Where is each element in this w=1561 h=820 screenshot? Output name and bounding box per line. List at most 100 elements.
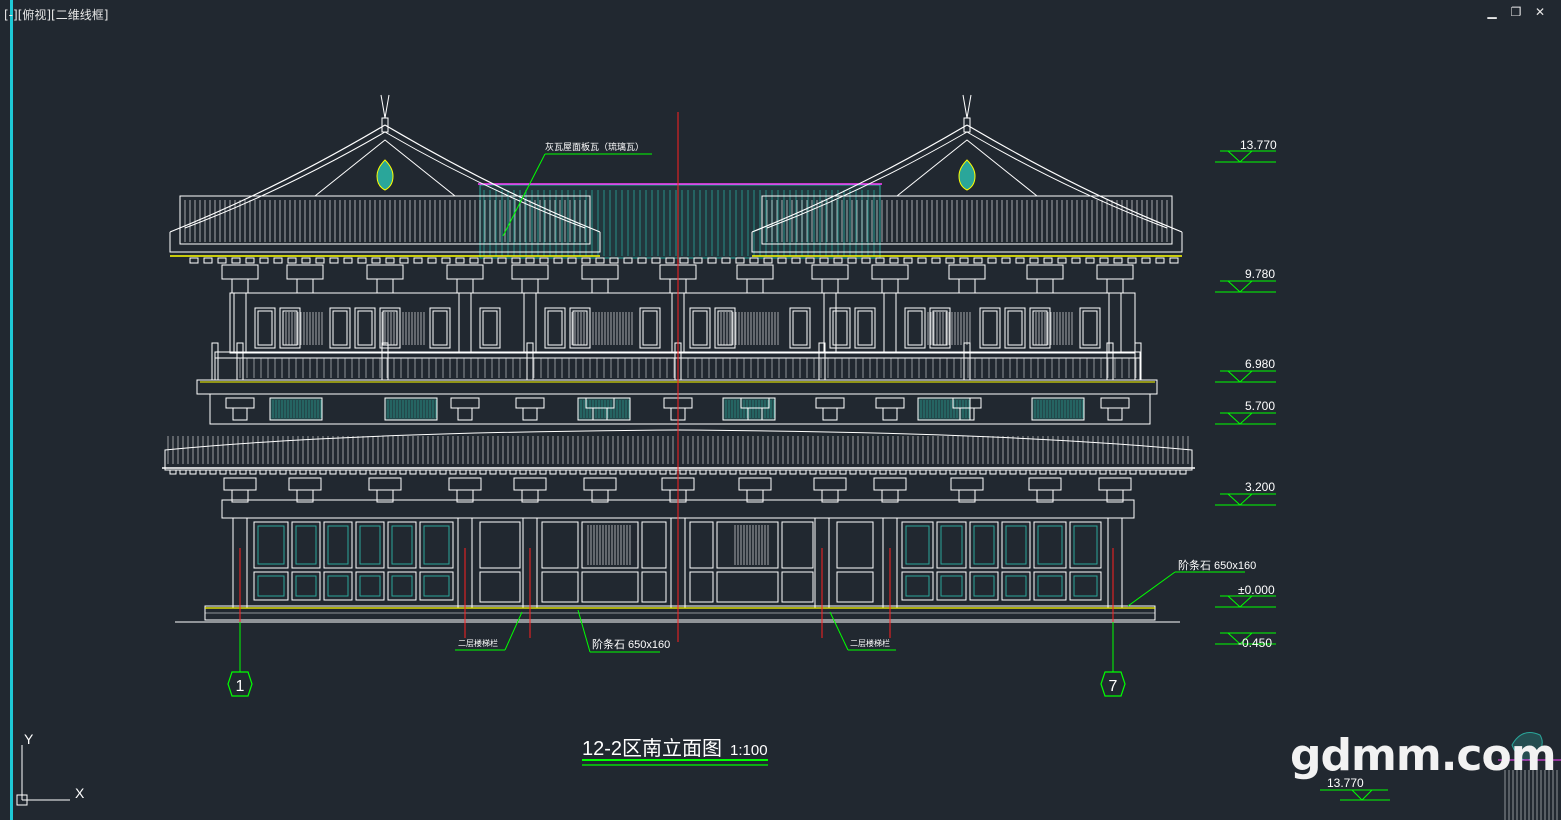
lower-bracket-lower xyxy=(958,489,976,503)
frieze-panel xyxy=(269,397,323,421)
upper-window-inner xyxy=(857,310,873,346)
ground-window-lower-inner xyxy=(905,575,930,597)
bracket-set xyxy=(811,264,849,280)
door-upper-panel xyxy=(716,521,779,569)
upper-window xyxy=(689,307,711,349)
bracket-set-lower xyxy=(821,278,839,294)
bracket-block xyxy=(203,257,213,264)
bracket-block xyxy=(329,257,339,264)
lower-bracket-set xyxy=(950,477,984,491)
middle-bracket-lower xyxy=(592,407,608,421)
frieze-panel xyxy=(384,397,438,421)
bracket-block xyxy=(525,257,535,264)
leader-roof-tile-arrow xyxy=(502,153,546,237)
upper-window xyxy=(479,307,501,349)
lower-eave-block xyxy=(709,469,717,475)
lower-eave-block xyxy=(469,469,477,475)
lower-eave-block xyxy=(799,469,807,475)
bracket-block xyxy=(287,257,297,264)
upper-column xyxy=(233,292,247,354)
ground-window-upper xyxy=(969,521,999,569)
upper-column xyxy=(823,292,837,354)
upper-window-inner xyxy=(547,310,563,346)
middle-bracket xyxy=(1100,397,1130,409)
bracket-block xyxy=(595,257,605,264)
bracket-block xyxy=(903,257,913,264)
lower-eave-block xyxy=(439,469,447,475)
lower-eave-block xyxy=(1009,469,1017,475)
grid-bubble xyxy=(227,671,253,697)
bracket-block xyxy=(245,257,255,264)
door-upper-panel xyxy=(581,521,639,569)
minimize-icon[interactable]: ▁ xyxy=(1487,5,1497,19)
viewport-label[interactable]: [-][俯视][二维线框] xyxy=(4,8,109,22)
upper-window-inner xyxy=(982,310,998,346)
middle-bracket xyxy=(225,397,255,409)
level-marker-triangle xyxy=(1226,150,1254,163)
bracket-block xyxy=(273,257,283,264)
bracket-block xyxy=(1001,257,1011,264)
door-lower-panel xyxy=(716,571,779,603)
door-lower-panel xyxy=(541,571,579,603)
level-label-6: ±0.000 xyxy=(1238,583,1275,597)
bracket-block xyxy=(371,257,381,264)
lower-eave-block xyxy=(339,469,347,475)
ground-window-upper xyxy=(355,521,385,569)
ground-window-upper-inner xyxy=(1037,525,1063,565)
lower-eave-block xyxy=(419,469,427,475)
lower-eave-block xyxy=(669,469,677,475)
roof-tile-note: 灰瓦屋面板瓦（琉璃瓦） xyxy=(545,141,644,152)
grid-bubble xyxy=(1100,671,1126,697)
lower-eave-block xyxy=(569,469,577,475)
ground-column xyxy=(1107,517,1123,609)
lower-eave-block xyxy=(839,469,847,475)
ucs-origin-box xyxy=(16,794,28,806)
lower-bracket-lower xyxy=(376,489,394,503)
bracket-block xyxy=(1099,257,1109,264)
middle-bracket-lower xyxy=(232,407,248,421)
bracket-block xyxy=(749,257,759,264)
middle-bracket xyxy=(450,397,480,409)
bracket-block xyxy=(637,257,647,264)
upper-window-inner xyxy=(257,310,273,346)
lower-eave-block xyxy=(929,469,937,475)
ground-window-lower xyxy=(387,571,417,601)
bracket-block xyxy=(357,257,367,264)
bottom-level-triangle xyxy=(1351,789,1373,801)
restore-icon[interactable]: ❐ xyxy=(1510,5,1522,19)
bracket-block xyxy=(441,257,451,264)
ground-window-upper xyxy=(936,521,967,569)
ground-window-upper xyxy=(1033,521,1067,569)
ground-window-lower-inner xyxy=(423,575,450,597)
upper-window-inner xyxy=(482,310,498,346)
lower-eave-block xyxy=(349,469,357,475)
door-lower-panel xyxy=(689,571,714,603)
ground-window-upper-inner xyxy=(391,525,413,565)
upper-window xyxy=(329,307,351,349)
upper-window-inner xyxy=(907,310,923,346)
pavilion-right-eave xyxy=(751,232,1183,253)
lower-eave-block xyxy=(1049,469,1057,475)
lower-eave-block xyxy=(649,469,657,475)
lower-eave-block xyxy=(509,469,517,475)
ground-window-upper-inner xyxy=(327,525,349,565)
balustrade-post xyxy=(526,342,534,381)
bracket-block xyxy=(315,257,325,264)
lower-bracket-set xyxy=(368,477,402,491)
bracket-block xyxy=(217,257,227,264)
bracket-block xyxy=(707,257,717,264)
bracket-set-lower xyxy=(881,278,899,294)
pavilion-left-eave xyxy=(169,232,601,253)
lower-eave-block xyxy=(759,469,767,475)
upper-window xyxy=(714,307,736,349)
close-icon[interactable]: ✕ xyxy=(1534,5,1546,19)
bracket-set xyxy=(366,264,404,280)
lower-eave-block xyxy=(1109,469,1117,475)
bracket-block xyxy=(1057,257,1067,264)
bracket-block xyxy=(931,257,941,264)
middle-bracket-lower xyxy=(522,407,538,421)
ground-window-upper-inner xyxy=(257,525,285,565)
lower-eave-block xyxy=(719,469,727,475)
